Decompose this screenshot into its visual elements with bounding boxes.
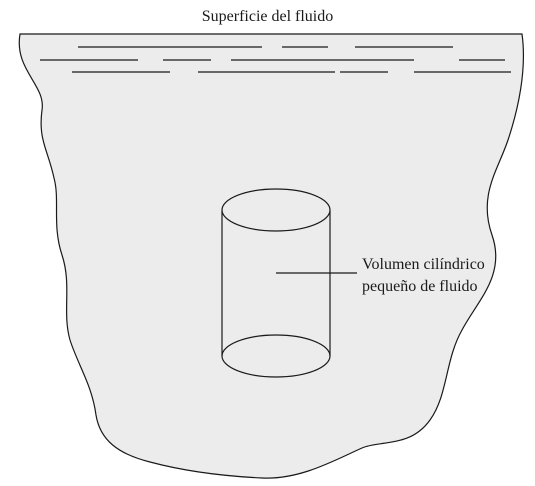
cylinder bbox=[221, 188, 331, 378]
cylinder-label-line2: pequeño de fluido bbox=[362, 278, 478, 295]
cylinder-label-line1: Volumen cilíndrico bbox=[362, 256, 485, 273]
cylinder-label: Volumen cilíndrico pequeño de fluido bbox=[362, 254, 485, 298]
cylinder-top-ellipse bbox=[221, 188, 331, 232]
surface-label: Superficie del fluido bbox=[201, 8, 334, 25]
surface-lines bbox=[40, 46, 511, 73]
cylinder-bottom-ellipse bbox=[221, 334, 331, 378]
fluid-body bbox=[18, 33, 525, 479]
